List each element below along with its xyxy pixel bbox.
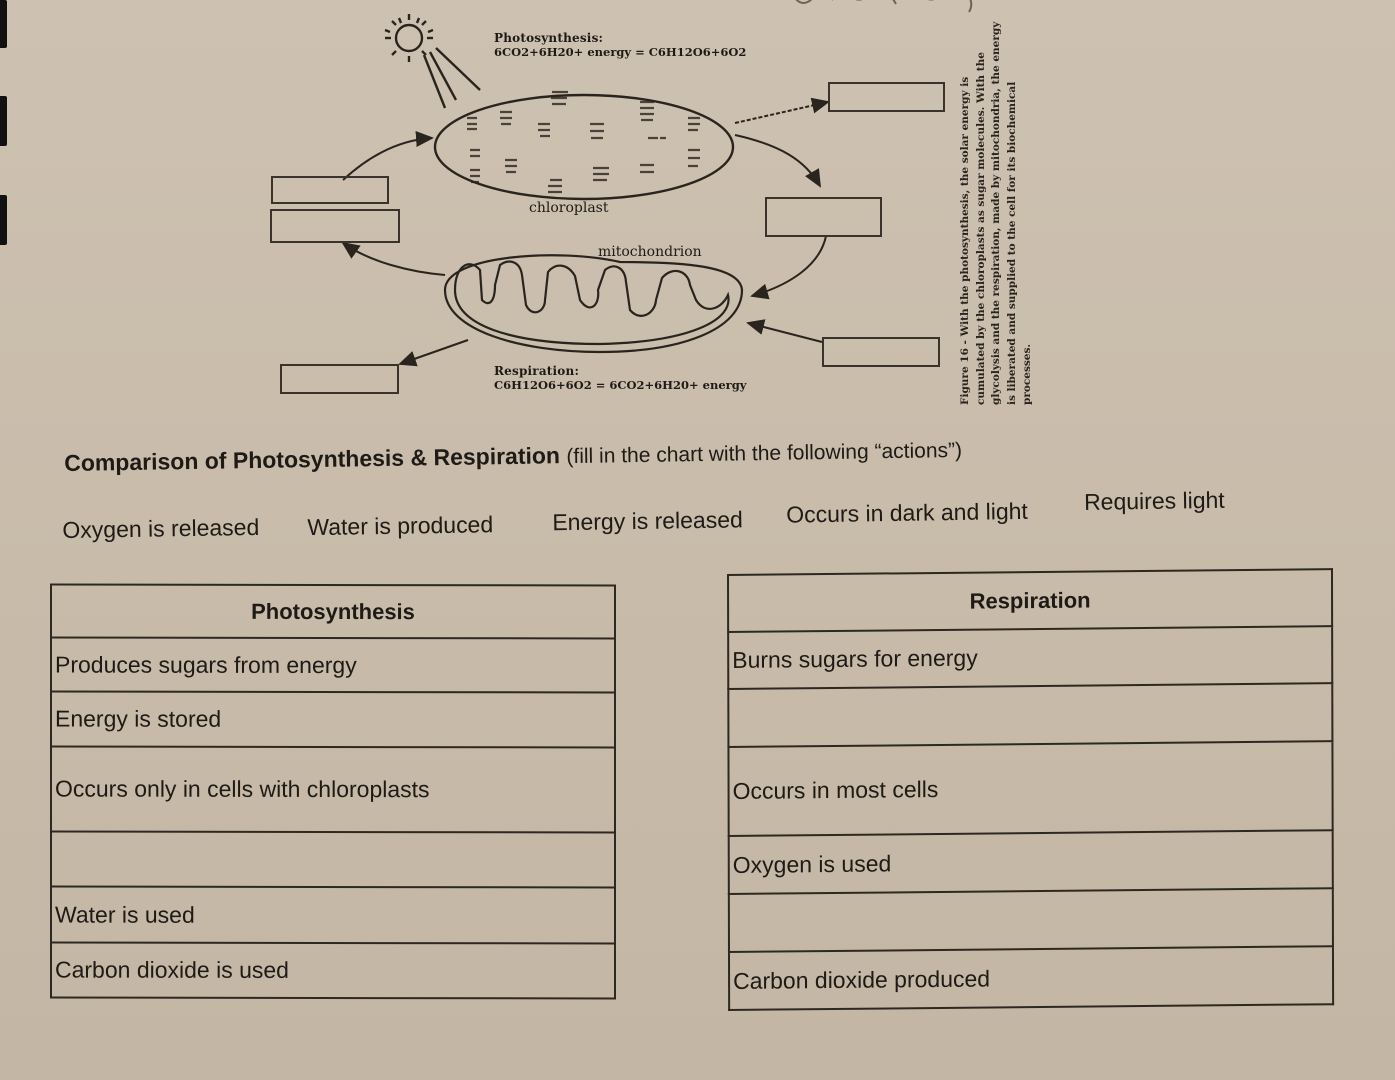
binder-mark bbox=[0, 0, 7, 48]
respiration-equation-title: Respiration: bbox=[494, 364, 580, 378]
action-word-bank: Oxygen is released Water is produced Ene… bbox=[62, 486, 1262, 543]
photosynthesis-row-blank[interactable] bbox=[51, 831, 615, 888]
blank-box-right-top[interactable] bbox=[828, 82, 945, 112]
respiration-row[interactable]: Burns sugars for energy bbox=[728, 626, 1333, 689]
chloroplast-illustration bbox=[433, 90, 735, 201]
respiration-equation: C6H12O6+6O2 = 6CO2+6H20+ energy bbox=[494, 378, 747, 392]
blank-box-left-top-1[interactable] bbox=[271, 176, 389, 204]
photosynthesis-header: Photosynthesis bbox=[51, 584, 615, 639]
action-oxygen-released: Oxygen is released bbox=[62, 513, 260, 543]
action-requires-light: Requires light bbox=[1083, 486, 1225, 515]
section-title: Comparison of Photosynthesis & Respirati… bbox=[64, 436, 962, 477]
photosynthesis-equation-block: Photosynthesis: 6CO2+6H20+ energy = C6H1… bbox=[494, 31, 746, 59]
blank-box-right-middle[interactable] bbox=[765, 197, 882, 237]
photosynthesis-equation: 6CO2+6H20+ energy = C6H12O6+6O2 bbox=[494, 45, 747, 59]
photosynthesis-row[interactable]: Energy is stored bbox=[51, 691, 615, 748]
blank-box-left-bottom[interactable] bbox=[280, 364, 399, 394]
photosynthesis-table: Photosynthesis Produces sugars from ener… bbox=[50, 584, 616, 1000]
action-water-produced: Water is produced bbox=[307, 511, 494, 541]
binder-mark bbox=[0, 96, 7, 146]
binder-mark bbox=[0, 195, 7, 245]
section-title-bold: Comparison of Photosynthesis & Respirati… bbox=[64, 442, 561, 476]
respiration-row[interactable]: Carbon dioxide produced bbox=[728, 946, 1334, 1010]
photosynthesis-row[interactable]: Occurs only in cells with chloroplasts bbox=[51, 746, 615, 833]
respiration-header: Respiration bbox=[728, 569, 1333, 632]
respiration-row[interactable]: Occurs in most cells bbox=[728, 741, 1333, 836]
chloroplast-label: chloroplast bbox=[529, 200, 609, 216]
photosynthesis-row[interactable]: Water is used bbox=[51, 886, 615, 944]
sun-icon bbox=[384, 14, 481, 109]
photosynthesis-row[interactable]: Produces sugars from energy bbox=[51, 637, 615, 693]
respiration-row-blank[interactable] bbox=[728, 683, 1333, 747]
respiration-equation-block: Respiration: C6H12O6+6O2 = 6CO2+6H20+ en… bbox=[494, 364, 746, 392]
blank-box-left-top-2[interactable] bbox=[270, 209, 400, 243]
respiration-row-blank[interactable] bbox=[728, 888, 1333, 952]
action-energy-released: Energy is released bbox=[552, 506, 744, 536]
mitochondrion-label: mitochondrion bbox=[598, 244, 702, 260]
cycle-diagram bbox=[341, 14, 830, 367]
respiration-row[interactable]: Oxygen is used bbox=[728, 830, 1333, 894]
photosynthesis-row[interactable]: Carbon dioxide is used bbox=[51, 942, 615, 999]
action-dark-and-light: Occurs in dark and light bbox=[786, 497, 1029, 528]
section-title-hint: (fill in the chart with the following “a… bbox=[566, 438, 963, 469]
photosynthesis-equation-title: Photosynthesis: bbox=[494, 31, 604, 45]
figure-caption: Figure 16 - With the photosynthesis, the… bbox=[959, 21, 1033, 405]
mitochondrion-illustration bbox=[443, 254, 744, 354]
respiration-table: Respiration Burns sugars for energy Occu… bbox=[727, 568, 1334, 1011]
blank-box-right-bottom[interactable] bbox=[822, 337, 940, 367]
